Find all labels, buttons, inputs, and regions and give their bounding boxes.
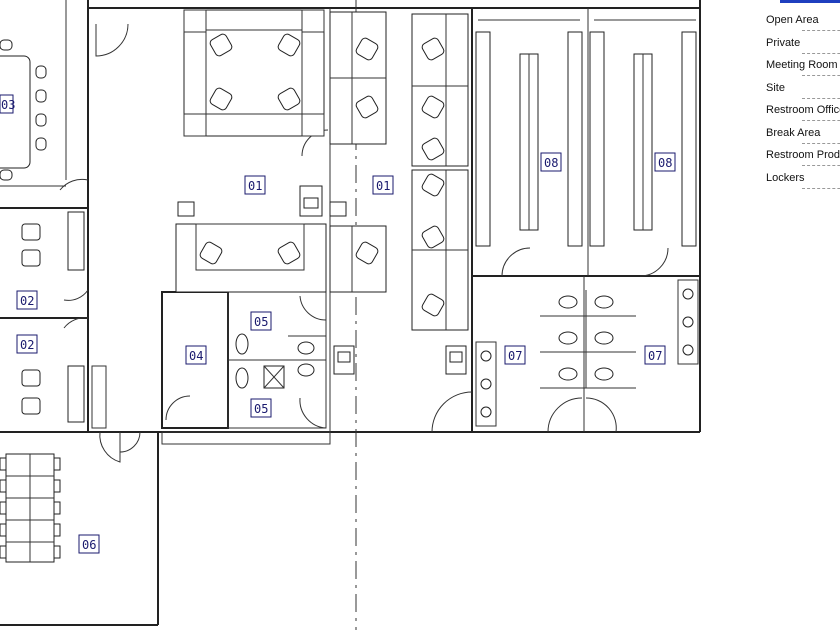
room-tag-08-right: 08 [654, 152, 676, 172]
svg-text:08: 08 [658, 156, 672, 170]
production-restroom-fixtures [475, 279, 699, 427]
open-area-left-cubicles [175, 9, 327, 293]
open-area-right-cubicles [329, 11, 469, 375]
meeting-table [0, 39, 47, 181]
room-tag-01-left: 01 [244, 175, 266, 195]
legend: Open Area Private Meeting Room Site Rest… [762, 0, 840, 200]
doors [59, 23, 669, 463]
svg-text:03: 03 [1, 98, 15, 112]
legend-item-private: Private [766, 37, 840, 59]
svg-text:05: 05 [254, 315, 268, 329]
room-tag-08-left: 08 [540, 152, 562, 172]
legend-item-break-area: Break Area [766, 127, 840, 149]
svg-text:01: 01 [248, 179, 262, 193]
room-tag-02-lower: 02 [16, 334, 38, 354]
svg-text:07: 07 [508, 349, 522, 363]
legend-accent-bar [780, 0, 840, 3]
svg-text:02: 02 [20, 294, 34, 308]
svg-text:06: 06 [82, 538, 96, 552]
svg-text:04: 04 [189, 349, 203, 363]
room-tag-03: 03 [0, 94, 15, 114]
legend-item-meeting-room: Meeting Room [766, 59, 840, 81]
legend-item-open-area: Open Area [766, 14, 840, 36]
private-office-furniture [21, 211, 107, 429]
room-tag-05-upper: 05 [250, 311, 272, 331]
svg-text:08: 08 [544, 156, 558, 170]
legend-item-restroom-office: Restroom Office [766, 104, 840, 126]
svg-text:01: 01 [376, 179, 390, 193]
room-tag-07-right: 07 [644, 345, 666, 365]
legend-item-site: Site [766, 82, 840, 104]
legend-item-restroom-production: Restroom Production [766, 149, 840, 171]
break-area-tables [0, 453, 61, 563]
room-tag-07-left: 07 [504, 345, 526, 365]
room-tag-06: 06 [78, 534, 100, 554]
office-restroom-fixtures [235, 333, 315, 389]
room-tag-01-right: 01 [372, 175, 394, 195]
room-tag-05-lower: 05 [250, 398, 272, 418]
svg-text:07: 07 [648, 349, 662, 363]
legend-item-lockers: Lockers [766, 172, 840, 194]
lockers [475, 31, 697, 247]
svg-text:02: 02 [20, 338, 34, 352]
room-tag-02-upper: 02 [16, 290, 38, 310]
room-tag-04: 04 [185, 345, 207, 365]
svg-text:05: 05 [254, 402, 268, 416]
